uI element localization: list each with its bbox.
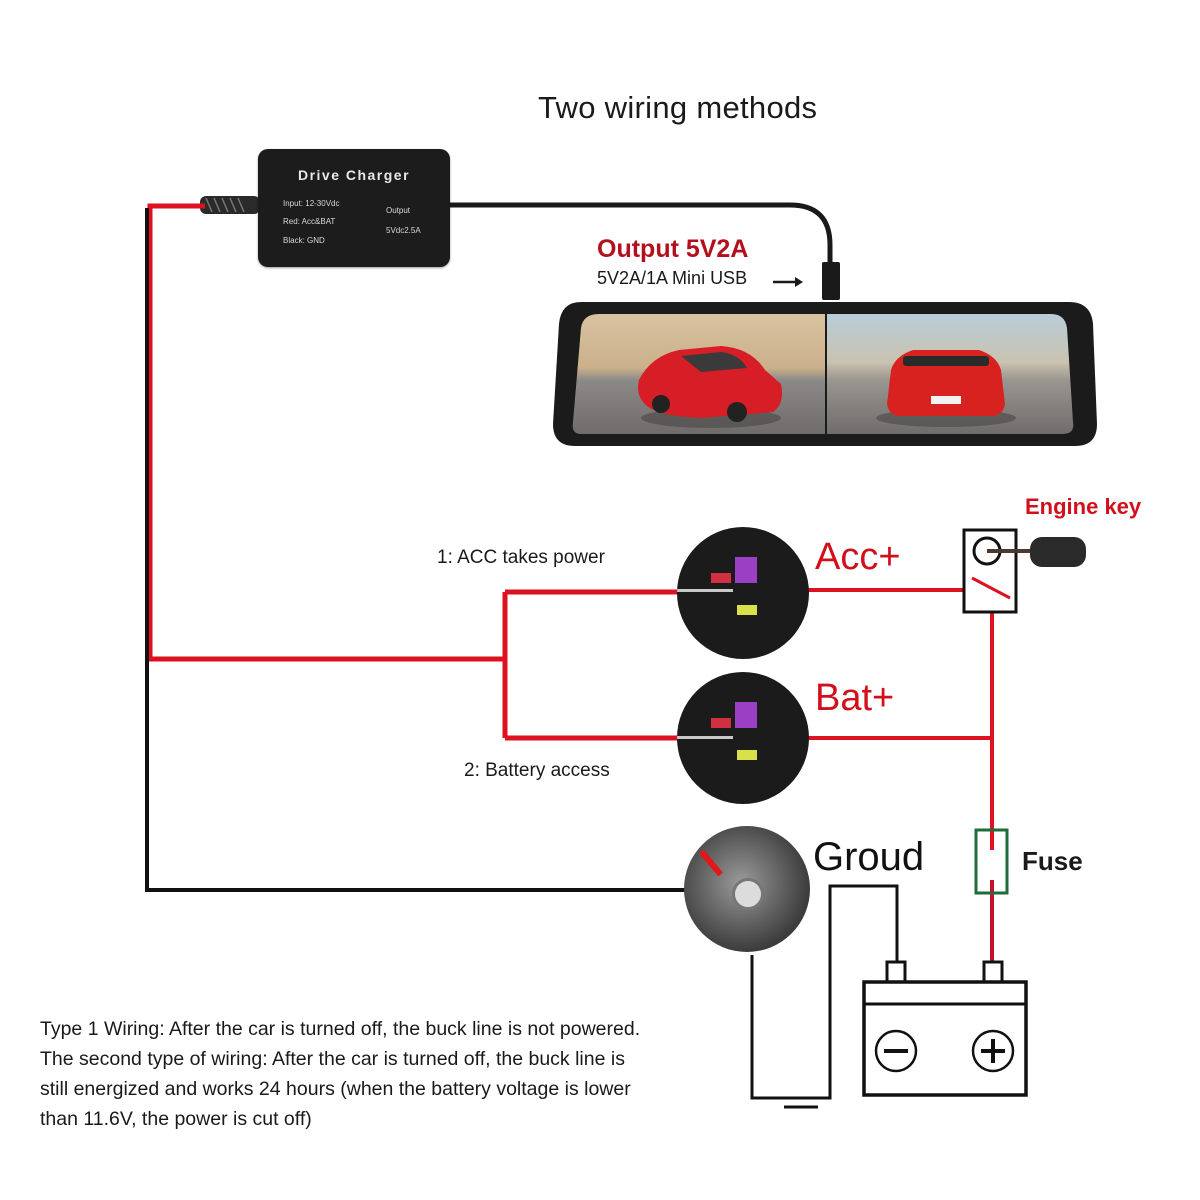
output-subtitle: 5V2A/1A Mini USB — [597, 268, 748, 288]
drive-charger: Drive Charger Input: 12-30Vdc Red: Acc&B… — [258, 149, 450, 267]
battery-neg-post — [885, 960, 907, 984]
ground-chassis-wire — [750, 884, 899, 1100]
battery-positive-icon — [971, 1029, 1015, 1073]
bat-terminal-label: Bat+ — [815, 677, 895, 719]
engine-key-label: Engine key — [1025, 494, 1142, 519]
usb-plug — [822, 262, 840, 300]
note-line: The second type of wiring: After the car… — [40, 1048, 625, 1070]
key-switch-box — [962, 528, 1018, 614]
ground-label: Groud — [813, 835, 925, 879]
engine-key-icon — [1030, 537, 1086, 567]
note-line: than 11.6V, the power is cut off) — [40, 1108, 312, 1130]
rear-car-image — [876, 350, 1016, 427]
charger-black-spec: Black: GND — [283, 236, 325, 245]
battery-pos-post — [982, 960, 1004, 984]
charger-red-spec: Red: Acc&BAT — [283, 217, 336, 226]
battery-negative-icon — [874, 1029, 918, 1073]
battery-body — [862, 980, 1028, 1097]
fuse-symbol — [974, 828, 1009, 895]
charger-name: Drive Charger — [297, 167, 411, 183]
output-title: Output 5V2A — [597, 235, 749, 263]
mirror-dashcam — [551, 300, 1099, 448]
note-line: still energized and works 24 hours (when… — [40, 1078, 631, 1100]
ground-bolt-photo — [684, 826, 810, 952]
bat-fuse-box-photo — [677, 672, 809, 804]
wiring-notes: Type 1 Wiring: After the car is turned o… — [40, 1014, 760, 1134]
usb-cable — [450, 202, 833, 290]
fuse-label: Fuse — [1022, 846, 1083, 876]
method-1-label: 1: ACC takes power — [437, 547, 605, 568]
power-wire-main — [147, 203, 505, 662]
key-switch-contact — [971, 576, 1011, 600]
charger-input-spec: Input: 12-30Vdc — [283, 199, 340, 208]
acc-fuse-box-photo — [677, 527, 809, 659]
diagram-title: Two wiring methods — [538, 90, 818, 125]
ground-wire-main — [145, 208, 690, 892]
method-2-label: 2: Battery access — [464, 760, 610, 781]
charger-output-value: 5Vdc2.5A — [386, 226, 421, 235]
acc-terminal-label: Acc+ — [815, 536, 901, 578]
charger-output-label: Output — [386, 206, 411, 215]
front-car-image — [638, 346, 782, 428]
note-line: Type 1 Wiring: After the car is turned o… — [40, 1018, 641, 1040]
